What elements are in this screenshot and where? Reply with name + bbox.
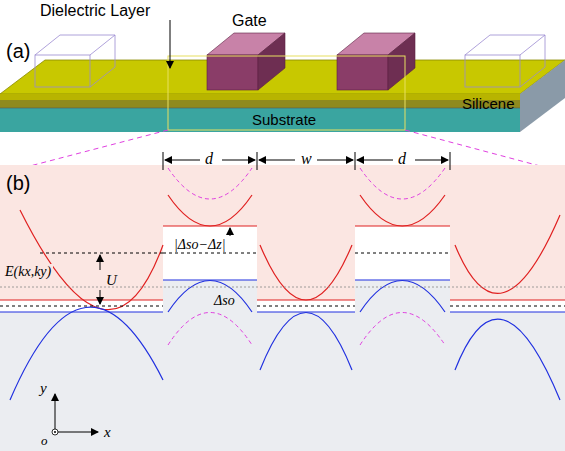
- panel-label: (b): [6, 172, 30, 194]
- layer-label: Dielectric Layer: [40, 2, 150, 20]
- axis-label: y: [40, 380, 47, 397]
- dimension-label: w: [301, 150, 312, 168]
- gap-label: Δso: [214, 293, 235, 308]
- layer-label: Silicene: [462, 96, 515, 113]
- dimension-label: d: [205, 150, 213, 168]
- panel-label: (a): [6, 40, 30, 62]
- axis-label: x: [104, 424, 111, 441]
- energy-label: E(kx,ky): [3, 264, 53, 279]
- layer-label: Substrate: [252, 112, 316, 129]
- dimension-label: d: [398, 150, 406, 168]
- shift-label: U: [106, 272, 117, 289]
- axis-label: o: [41, 434, 48, 448]
- gap-label: |Δso−Δz|: [172, 237, 227, 252]
- gate-label: Gate: [232, 12, 267, 30]
